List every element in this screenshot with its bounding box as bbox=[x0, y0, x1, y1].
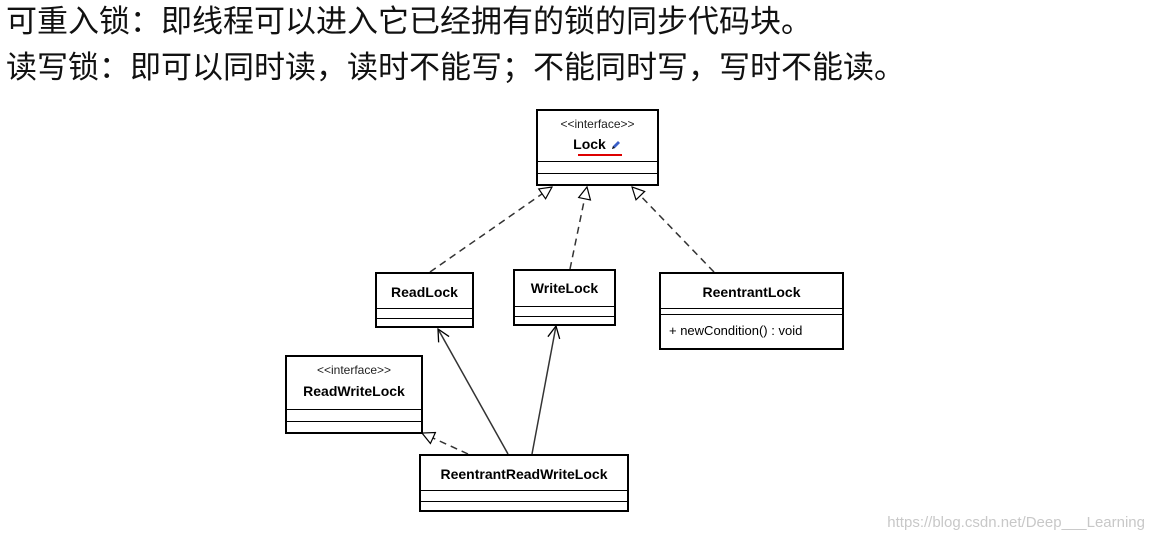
readlock-attributes bbox=[377, 308, 472, 318]
class-box-reentrantreadwritelock: ReentrantReadWriteLock bbox=[419, 454, 629, 512]
reentrantlock-attributes bbox=[661, 308, 842, 314]
readlock-name: ReadLock bbox=[391, 284, 458, 300]
intro-line-reentrant-lock: 可重入锁：即线程可以进入它已经拥有的锁的同步代码块。 bbox=[6, 4, 812, 40]
writelock-methods bbox=[515, 316, 614, 324]
readwritelock-name: ReadWriteLock bbox=[303, 383, 405, 399]
readwritelock-methods bbox=[287, 421, 421, 432]
reentrantlock-method: + newCondition() : void bbox=[669, 323, 803, 338]
readlock-methods bbox=[377, 318, 472, 326]
lock-attributes bbox=[538, 161, 657, 173]
lock-name: Lock bbox=[573, 136, 606, 152]
class-box-lock: <<interface>> Lock bbox=[536, 109, 659, 186]
edge-rrwl-uses-readlock bbox=[438, 329, 509, 455]
edge-writelock-implements-lock bbox=[569, 187, 587, 270]
reentrantreadwritelock-name: ReentrantReadWriteLock bbox=[440, 466, 608, 482]
class-box-readwritelock: <<interface>> ReadWriteLock bbox=[285, 355, 423, 434]
reentrantreadwritelock-methods bbox=[421, 501, 627, 510]
edge-reentrantlock-implements-lock bbox=[632, 187, 715, 273]
readwritelock-stereotype: <<interface>> bbox=[316, 363, 392, 377]
reentrantlock-name: ReentrantLock bbox=[702, 284, 801, 300]
spellcheck-underline bbox=[578, 154, 622, 156]
watermark: https://blog.csdn.net/Deep___Learning bbox=[887, 514, 1145, 531]
writelock-attributes bbox=[515, 306, 614, 316]
writelock-name: WriteLock bbox=[530, 280, 599, 296]
class-box-writelock: WriteLock bbox=[513, 269, 616, 326]
reentrantreadwritelock-attributes bbox=[421, 490, 627, 501]
lock-stereotype: <<interface>> bbox=[560, 117, 635, 131]
edge-rrwl-implements-readwritelock bbox=[422, 433, 469, 455]
edge-readlock-implements-lock bbox=[429, 187, 552, 273]
pencil-icon bbox=[611, 141, 620, 150]
readwritelock-attributes bbox=[287, 409, 421, 421]
edge-rrwl-uses-writelock bbox=[531, 326, 556, 455]
intro-line-read-write-lock: 读写锁：即可以同时读，读时不能写；不能同时写，写时不能读。 bbox=[6, 50, 905, 86]
lock-methods bbox=[538, 173, 657, 184]
class-box-reentrantlock: ReentrantLock + newCondition() : void bbox=[659, 272, 844, 350]
class-box-readlock: ReadLock bbox=[375, 272, 474, 328]
